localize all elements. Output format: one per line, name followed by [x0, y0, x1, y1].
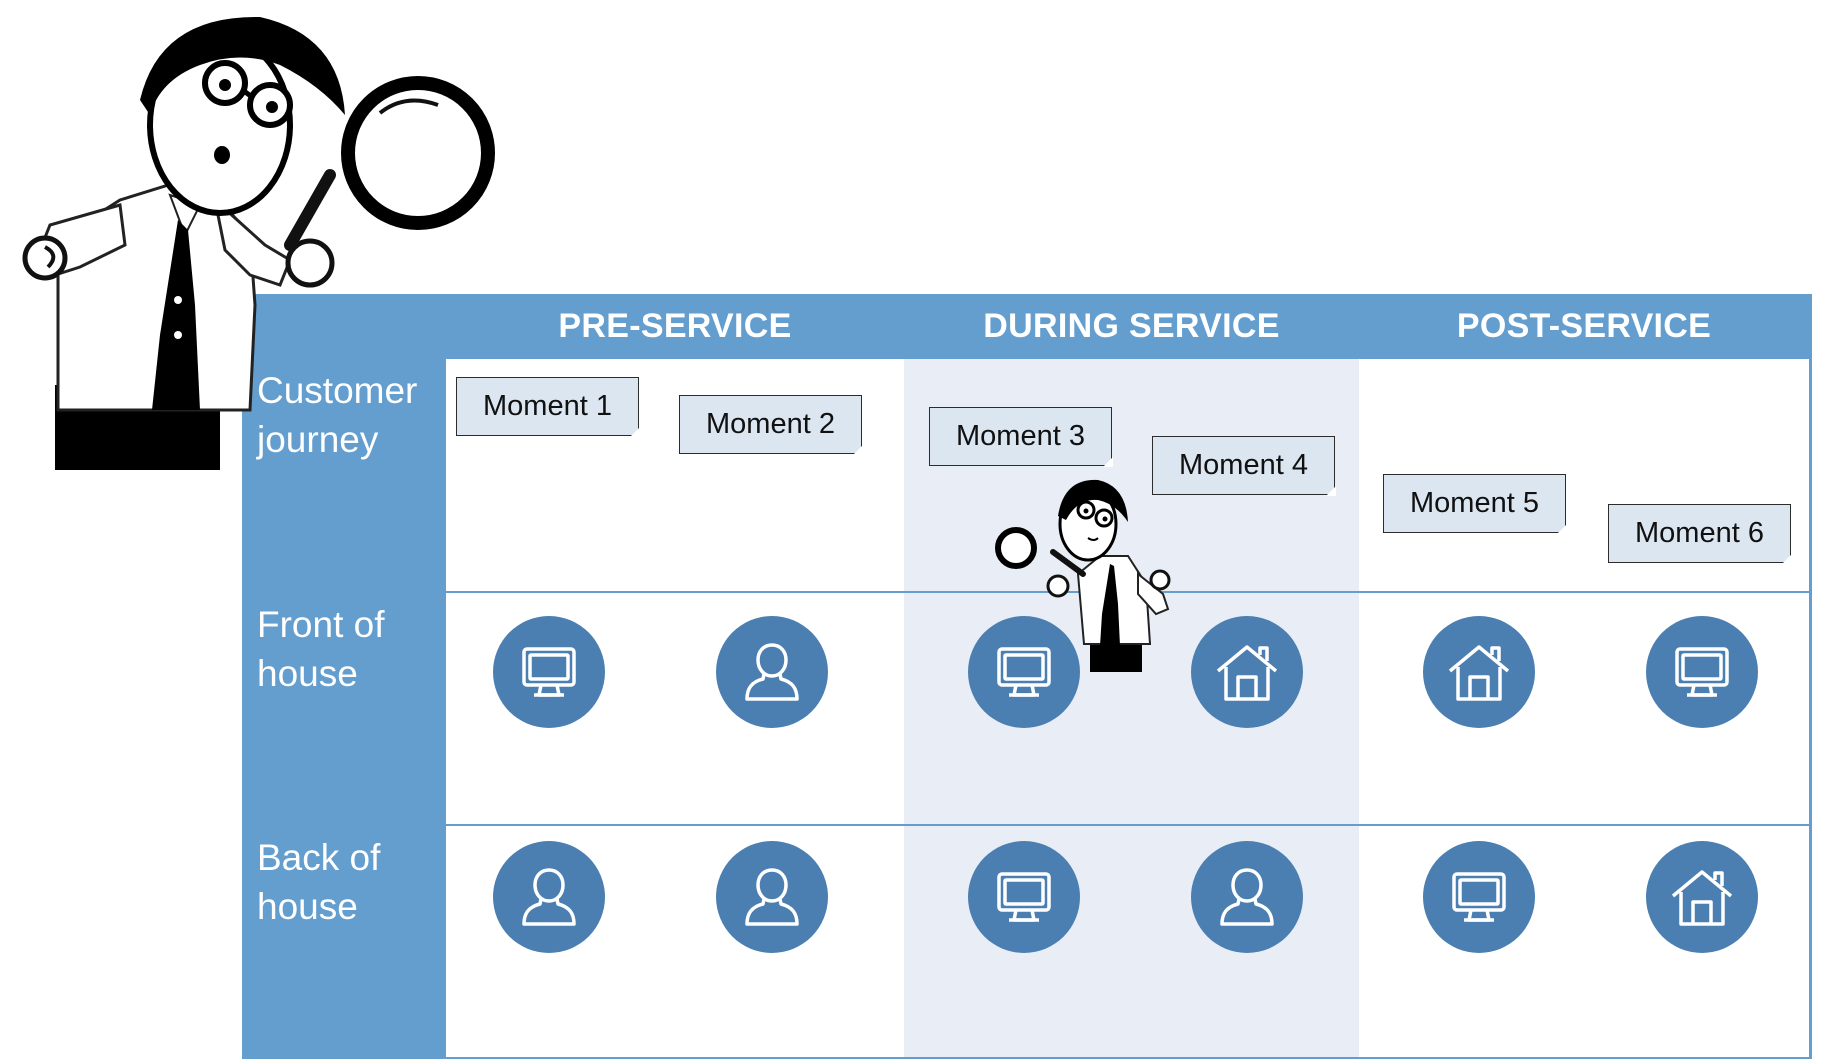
computer-icon — [522, 647, 576, 697]
front-of-house-icon-2 — [716, 616, 828, 728]
row-label-line: house — [257, 653, 358, 694]
note-fold — [1557, 524, 1567, 534]
phase-title-pre-service: PRE-SERVICE — [558, 307, 792, 345]
person-icon — [1220, 868, 1274, 926]
row-label-line: Back of — [257, 837, 381, 878]
front-of-house-icon-5 — [1423, 616, 1535, 728]
back-of-house-icon-5 — [1423, 841, 1535, 953]
computer-icon — [1452, 872, 1506, 922]
moment-label: Moment 1 — [483, 390, 612, 422]
person-icon — [745, 643, 799, 701]
back-of-house-icon-4 — [1191, 841, 1303, 953]
back-of-house-icon-2 — [716, 841, 828, 953]
note-fold — [1326, 486, 1336, 496]
moment-label: Moment 3 — [956, 420, 1085, 452]
front-of-house-icon-3 — [968, 616, 1080, 728]
moment-label: Moment 2 — [706, 408, 835, 440]
computer-icon — [1675, 647, 1729, 697]
back-of-house-icon-3 — [968, 841, 1080, 953]
row-label-front-of-house: Front of house — [257, 600, 457, 698]
back-of-house-icon-6 — [1646, 841, 1758, 953]
front-of-house-icon-1 — [493, 616, 605, 728]
moment-label: Moment 5 — [1410, 487, 1539, 519]
computer-icon — [997, 872, 1051, 922]
small-researcher-illustration — [995, 479, 1171, 672]
row-label-line: Front of — [257, 604, 385, 645]
note-fold — [853, 445, 863, 455]
moment-note-5: Moment 5 — [1383, 474, 1567, 534]
researcher-with-magnifier-illustration — [22, 16, 495, 470]
moment-note-1: Moment 1 — [456, 377, 640, 437]
phase-title-during-service: DURING SERVICE — [983, 307, 1280, 345]
phase-title-post-service: POST-SERVICE — [1456, 307, 1712, 345]
house-icon — [1671, 870, 1733, 926]
moment-note-3: Moment 3 — [929, 407, 1113, 467]
row-label-back-of-house: Back of house — [257, 833, 457, 931]
moment-label: Moment 6 — [1635, 517, 1764, 549]
moment-note-6: Moment 6 — [1608, 504, 1792, 564]
moment-note-4: Moment 4 — [1152, 436, 1336, 496]
front-of-house-icon-6 — [1646, 616, 1758, 728]
back-of-house-icon-1 — [493, 841, 605, 953]
note-fold — [630, 427, 640, 437]
front-of-house-icon-4 — [1191, 616, 1303, 728]
note-fold — [1782, 554, 1792, 564]
row-label-customer-journey: Customer journey — [257, 366, 457, 464]
row-label-line: Customer — [257, 370, 418, 411]
house-icon — [1216, 645, 1278, 701]
row-label-line: journey — [257, 419, 379, 460]
row-separator — [446, 824, 1809, 826]
person-icon — [745, 868, 799, 926]
moment-note-2: Moment 2 — [679, 395, 863, 455]
row-label-line: house — [257, 886, 358, 927]
note-fold — [1103, 457, 1113, 467]
person-icon — [522, 868, 576, 926]
moment-label: Moment 4 — [1179, 449, 1308, 481]
computer-icon — [997, 647, 1051, 697]
house-icon — [1448, 645, 1510, 701]
